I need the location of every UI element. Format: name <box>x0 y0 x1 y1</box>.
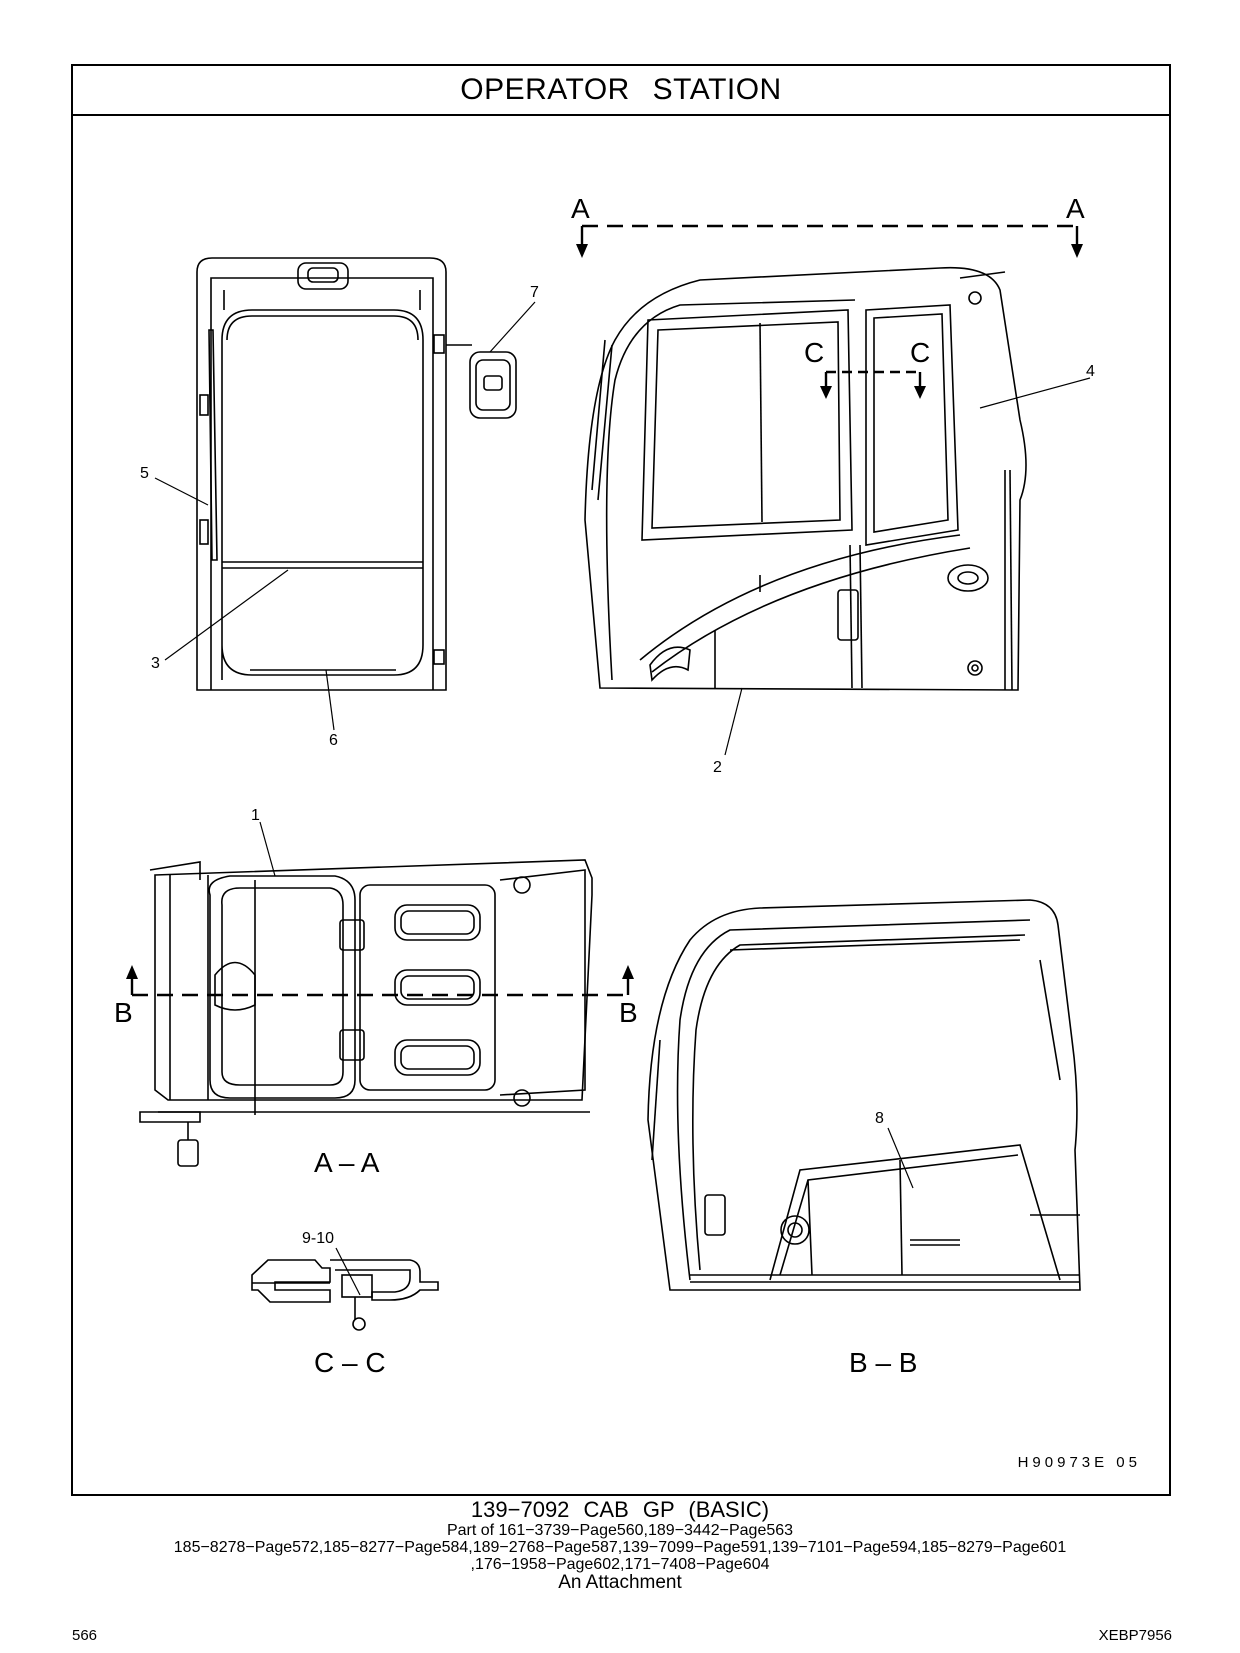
callout-1: 1 <box>251 807 260 824</box>
view-label-aa: A – A <box>314 1147 380 1178</box>
section-marker-a-right: A <box>1066 193 1085 224</box>
leader-lines <box>154 301 1091 1296</box>
callout-2: 2 <box>713 759 722 776</box>
caption-title: 139−7092 CAB GP (BASIC) <box>470 1497 770 1522</box>
caption-attachment: An Attachment <box>558 1572 682 1593</box>
callout-5: 5 <box>140 465 149 482</box>
view-label-bb: B – B <box>849 1347 917 1378</box>
callout-9-10: 9-10 <box>302 1230 334 1247</box>
caption-list-line-2: ,176−1958−Page602,171−7408−Page604 <box>470 1556 770 1573</box>
side-view <box>584 266 1027 691</box>
callout-8: 8 <box>875 1110 884 1127</box>
callout-3: 3 <box>151 655 160 672</box>
view-label-cc: C – C <box>314 1347 386 1378</box>
section-marker-b-left: B <box>114 997 133 1028</box>
document-id: XEBP7956 <box>1098 1627 1172 1644</box>
diagram-frame: OPERATOR STATION H90973E 05 <box>71 64 1171 1496</box>
callout-4: 4 <box>1086 363 1095 380</box>
section-arrows <box>126 244 1083 979</box>
page-number: 566 <box>72 1627 98 1644</box>
caption-list-line-1: 185−8278−Page572,185−8277−Page584,189−27… <box>173 1539 1067 1556</box>
section-marker-c-left: C <box>804 337 824 368</box>
front-view <box>196 257 517 691</box>
section-marker-b-right: B <box>619 997 638 1028</box>
section-bb-view <box>647 899 1081 1291</box>
callout-7: 7 <box>530 284 539 301</box>
caption-part-of: Part of 161−3739−Page560,189−3442−Page56… <box>446 1522 794 1539</box>
section-marker-a-left: A <box>571 193 590 224</box>
callout-6: 6 <box>329 732 338 749</box>
page-title: OPERATOR STATION <box>73 66 1169 116</box>
section-cc-view <box>251 1259 439 1331</box>
top-view-aa <box>139 859 593 1167</box>
illustration-code: H90973E 05 <box>1017 1454 1141 1471</box>
section-marker-c-right: C <box>910 337 930 368</box>
